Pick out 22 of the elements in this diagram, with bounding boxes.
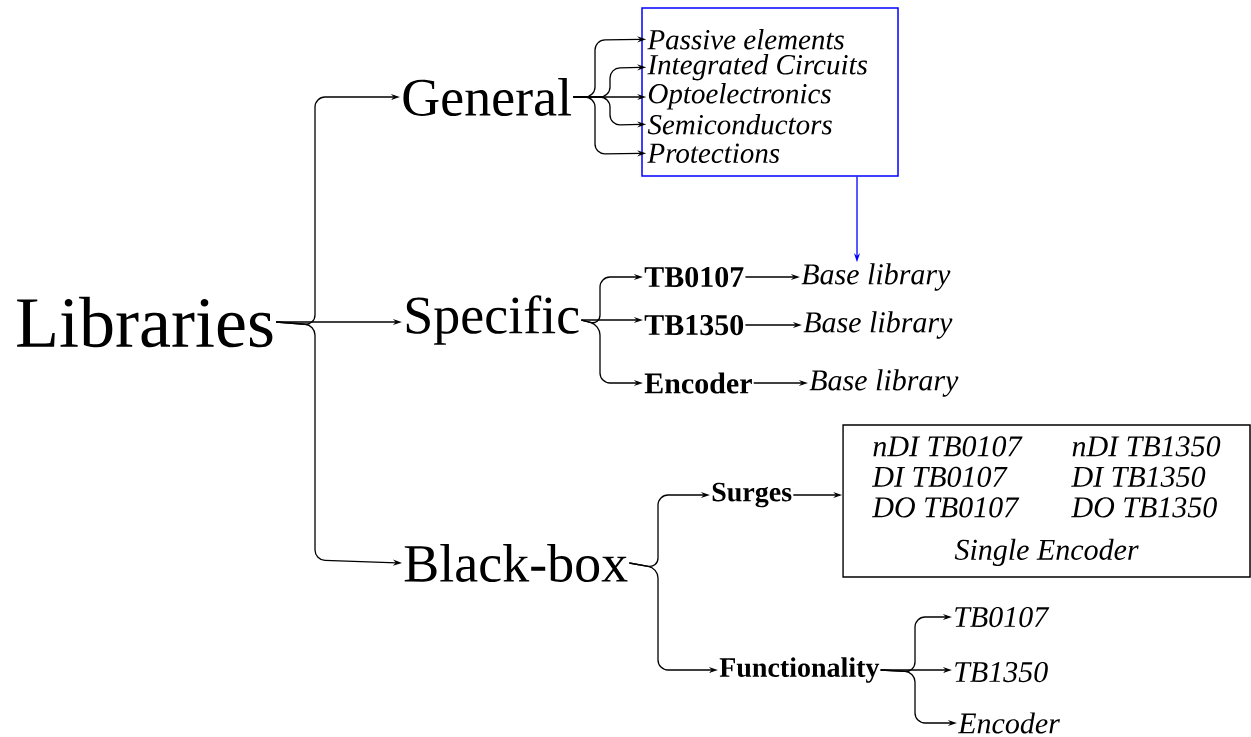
item-text: Base library [803, 311, 953, 339]
category-text: Specific [406, 295, 579, 345]
item-text: Protections [647, 143, 780, 163]
item-text: TB1350 [955, 661, 1048, 683]
item-text: Passive elements [647, 29, 844, 50]
item-text: Base library [801, 263, 951, 291]
heading-text: Libraries [17, 296, 273, 348]
item-text: Functionality [719, 657, 880, 683]
item-text: TB0107 [955, 606, 1050, 628]
list-box: nDI TB0107 nDI TB1350 DI TB0107 DI TB1350 DO TB0107 DO TB1350 Single Encoder [842, 424, 1251, 578]
group-box [641, 7, 899, 177]
item-text: Optoelectronics [648, 83, 831, 110]
item-text: Encoder [957, 712, 1060, 734]
item-text: Base library [809, 369, 959, 397]
item-text: Semiconductors [647, 114, 832, 135]
item-text: Surges [712, 482, 792, 508]
category-text: Black-box [404, 544, 628, 582]
item-text: Integrated Circuits [647, 54, 868, 81]
category-text: General [403, 78, 572, 116]
item-text: Encoder [644, 372, 752, 394]
item-text: TB1350 [644, 314, 744, 336]
item-text: TB0107 [644, 266, 744, 288]
